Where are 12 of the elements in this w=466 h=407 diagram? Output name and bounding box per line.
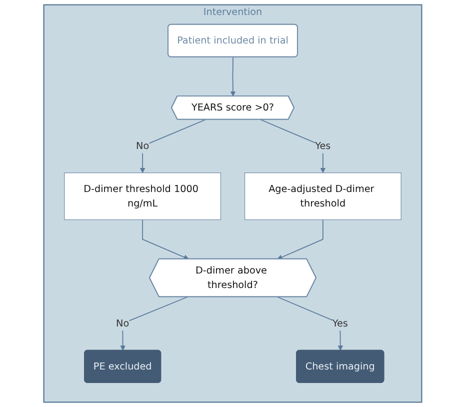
edge-label: No (136, 140, 150, 152)
edge-label: No (116, 317, 130, 329)
arrow (260, 119, 326, 174)
edge-label: Yes (332, 317, 348, 329)
node-box: D-dimer threshold 1000 ng/mL (64, 172, 222, 220)
edge-label: Yes (315, 140, 331, 152)
arrow (140, 119, 206, 174)
arrow (230, 56, 236, 96)
node-box: Age-adjusted D-dimer threshold (244, 172, 402, 220)
arrow (277, 219, 324, 260)
arrow (120, 296, 188, 351)
arrow (142, 219, 190, 260)
